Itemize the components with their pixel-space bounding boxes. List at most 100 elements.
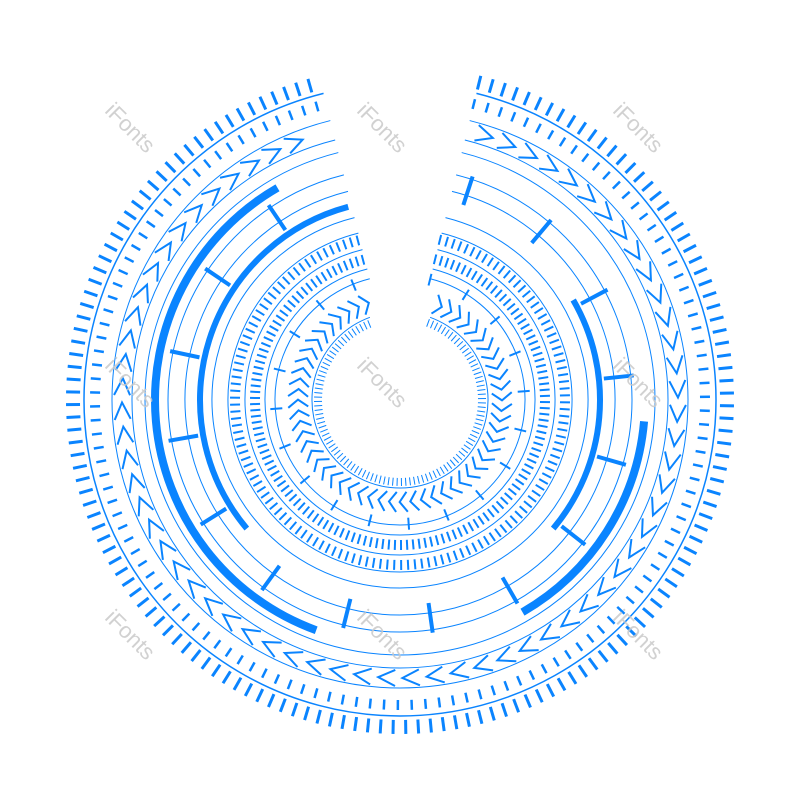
mid-tick-ring <box>481 253 488 264</box>
inner-fine-ticks <box>314 392 323 394</box>
outer-tick-ring <box>716 440 732 446</box>
outer-tick-ring-2 <box>464 692 469 703</box>
outer-tick-ring <box>676 232 691 243</box>
inner-fine-ticks <box>413 476 416 485</box>
mid-tick-ring-2 <box>331 265 338 276</box>
inner-fine-ticks <box>347 331 354 339</box>
mid-tick-ring <box>413 559 417 570</box>
inner-chevron-ring <box>398 491 409 513</box>
mid-tick-ring-2 <box>253 365 264 370</box>
outer-tick-ring-2 <box>274 115 282 126</box>
mid-tick-ring <box>533 307 544 315</box>
inner-fine-ticks <box>459 344 467 351</box>
outer-tick-ring <box>144 606 158 618</box>
mid-radial-marker <box>273 367 286 373</box>
inner-fine-ticks <box>477 410 486 413</box>
outer-tick-ring-2 <box>540 663 548 674</box>
inner-fine-ticks <box>326 354 335 360</box>
outer-tick-ring <box>688 255 703 265</box>
inner-fine-ticks <box>463 444 471 450</box>
outer-tick-ring-2 <box>90 418 101 422</box>
outer-tick-ring-2 <box>130 548 141 556</box>
mid-tick-ring-2 <box>538 418 549 422</box>
outer-tick-ring-2 <box>510 111 517 122</box>
mid-tick-ring <box>237 347 248 353</box>
outer-tick-ring <box>576 121 588 135</box>
outer-tick-ring <box>533 96 543 111</box>
outer-tick-ring <box>67 427 82 432</box>
outer-tick-ring <box>587 657 599 671</box>
outer-tick-ring-2 <box>634 585 644 594</box>
outer-tick-ring <box>114 566 129 577</box>
mid-tick-ring-2 <box>258 347 269 354</box>
mid-tick-ring <box>234 361 245 366</box>
inner-fine-ticks <box>473 426 481 430</box>
outer-tick-ring-2 <box>248 661 256 672</box>
mid-tick-ring-2 <box>534 435 546 441</box>
inner-fine-ticks <box>465 440 474 446</box>
mid-tick-ring <box>278 512 288 521</box>
chevron-band <box>669 404 687 425</box>
outer-tick-ring-2 <box>117 523 128 531</box>
outer-tick-ring <box>278 698 287 713</box>
inner-fine-ticks <box>453 337 461 345</box>
outer-tick-ring <box>706 303 721 311</box>
outer-tick-ring <box>657 587 671 599</box>
mid-tick-ring-2 <box>348 258 354 269</box>
mid-tick-ring <box>255 309 265 317</box>
outer-tick-ring <box>607 641 619 655</box>
outer-tick-ring-2 <box>107 294 118 301</box>
mid-tick-ring <box>558 380 570 384</box>
outer-tick-ring <box>270 91 279 106</box>
outer-tick-ring <box>76 314 91 321</box>
mid-tick-ring-2 <box>283 304 293 313</box>
inner-fine-ticks <box>316 417 325 420</box>
chevron-band <box>576 183 597 204</box>
mid-radial-marker <box>509 350 521 357</box>
inner-fine-ticks <box>378 475 382 484</box>
outer-tick-ring <box>69 352 84 357</box>
mid-tick-ring <box>256 485 267 493</box>
inner-fine-ticks <box>363 321 368 330</box>
outer-tick-ring-2 <box>591 161 601 171</box>
inner-fine-ticks <box>447 331 454 339</box>
inner-thin-ring <box>311 316 489 489</box>
inner-fine-ticks <box>359 323 364 332</box>
mid-tick-ring-2 <box>320 271 328 282</box>
chevron-band <box>172 559 191 581</box>
inner-fine-ticks <box>467 437 476 443</box>
mid-tick-ring <box>267 291 277 300</box>
mid-tick-ring <box>459 547 465 558</box>
mid-tick-ring <box>240 455 251 462</box>
outer-tick-ring-2 <box>638 212 649 221</box>
mid-tick-ring-2 <box>257 443 268 449</box>
outer-tick-ring-2 <box>586 633 595 644</box>
mid-tick-ring <box>551 345 562 351</box>
outer-tick-ring <box>712 327 727 334</box>
inner-fine-ticks <box>475 418 484 422</box>
chevron-band <box>261 640 282 658</box>
mid-tick-ring <box>559 407 570 411</box>
inner-fine-ticks <box>334 343 342 350</box>
inner-fine-ticks <box>449 459 456 467</box>
chevron-band <box>114 351 133 373</box>
mid-tick-ring-2 <box>530 345 541 352</box>
outer-tick-ring-2 <box>687 312 699 318</box>
mid-tick-ring-2 <box>259 448 270 455</box>
outer-tick-ring <box>102 544 117 555</box>
outer-tick-ring <box>258 96 268 111</box>
outer-tick-ring <box>79 302 95 309</box>
mid-tick-ring-2 <box>250 390 261 394</box>
chevron-band <box>658 474 676 496</box>
chevron-band <box>113 375 131 396</box>
inner-fine-ticks <box>331 346 339 353</box>
outer-tick-ring <box>606 144 618 158</box>
chevron-band <box>665 354 684 376</box>
mid-tick-ring-2 <box>498 293 508 303</box>
outer-tick-ring <box>693 267 708 276</box>
mid-tick-ring <box>559 387 570 390</box>
mid-tick-ring-2 <box>310 278 318 288</box>
inner-fine-ticks <box>458 450 466 457</box>
thick-arc-segment <box>197 203 350 531</box>
outer-tick-ring-2 <box>154 209 164 218</box>
